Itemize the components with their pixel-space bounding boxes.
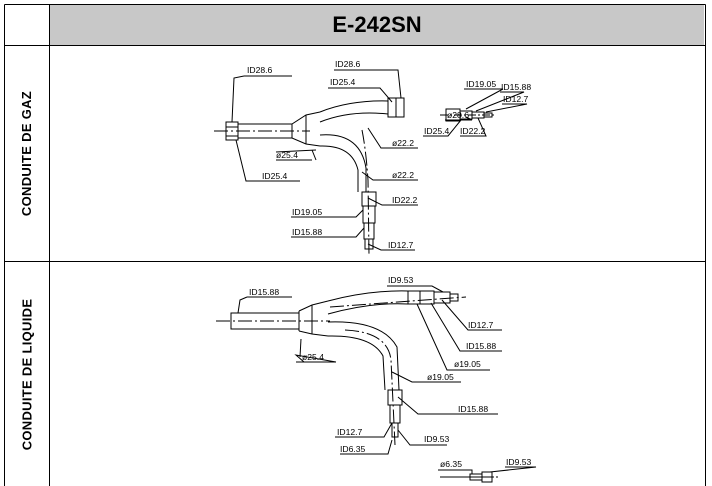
liquid-label-id15-88-right: ID15.88 [466, 341, 496, 351]
model-title: E-242SN [332, 12, 422, 37]
gas-label-right-id15-88: ID15.88 [501, 82, 531, 92]
gas-label-id28-6-top: ID28.6 [335, 59, 361, 69]
gas-label-right-id19-05: ID19.05 [466, 79, 496, 89]
gas-label-id25-4-top: ID25.4 [330, 77, 356, 87]
gas-label-id15-88: ID15.88 [292, 227, 322, 237]
liquid-label-id12-7-lower: ID12.7 [337, 427, 363, 437]
liquid-label-id9-53-top: ID9.53 [388, 275, 414, 285]
liquid-label-id12-7-right: ID12.7 [468, 320, 494, 330]
model-title-cell: E-242SN [50, 5, 704, 45]
gas-label-d22-2-b: ø22.2 [392, 170, 414, 180]
gas-label-right-d28-6: ø28.6 [447, 110, 469, 120]
gas-label-id25-4-bottom: ID25.4 [262, 171, 288, 181]
gas-label-id19-05: ID19.05 [292, 207, 322, 217]
liquid-label-id15-88-lower: ID15.88 [458, 404, 488, 414]
liquid-label-id6-35: ID6.35 [340, 444, 366, 454]
liquid-label-id15-88-left: ID15.88 [249, 287, 279, 297]
gas-label-d25-4: ø25.4 [276, 150, 298, 160]
gas-label-id28-6-left: ID28.6 [247, 65, 273, 75]
liquid-label-d19-05-b: ø19.05 [427, 372, 454, 382]
liquid-label-d6-35: ø6.35 [440, 459, 462, 469]
gas-label-d22-2-a: ø22.2 [392, 138, 414, 148]
liquid-label-d19-05-a: ø19.05 [454, 359, 481, 369]
gas-label-right-id25-4: ID25.4 [424, 126, 450, 136]
liquid-label-id9-53-lower: ID9.53 [424, 434, 450, 444]
gas-label-right-id22-2: ID22.2 [460, 126, 486, 136]
gas-label-right-id12-7: ID12.7 [503, 94, 529, 104]
gas-dimension-labels: ID28.6 ID28.6 ID25.4 ø25.4 ID25.4 ø22.2 … [247, 59, 531, 250]
liquid-dimension-labels: ID15.88 ID9.53 ID12.7 ID15.88 ø19.05 ø25… [249, 275, 532, 469]
liquid-label-d25-4: ø25.4 [302, 352, 324, 362]
liquid-label-id9-53-small: ID9.53 [506, 457, 532, 467]
gas-label-id22-2: ID22.2 [392, 195, 418, 205]
gas-label-id12-7: ID12.7 [388, 240, 414, 250]
